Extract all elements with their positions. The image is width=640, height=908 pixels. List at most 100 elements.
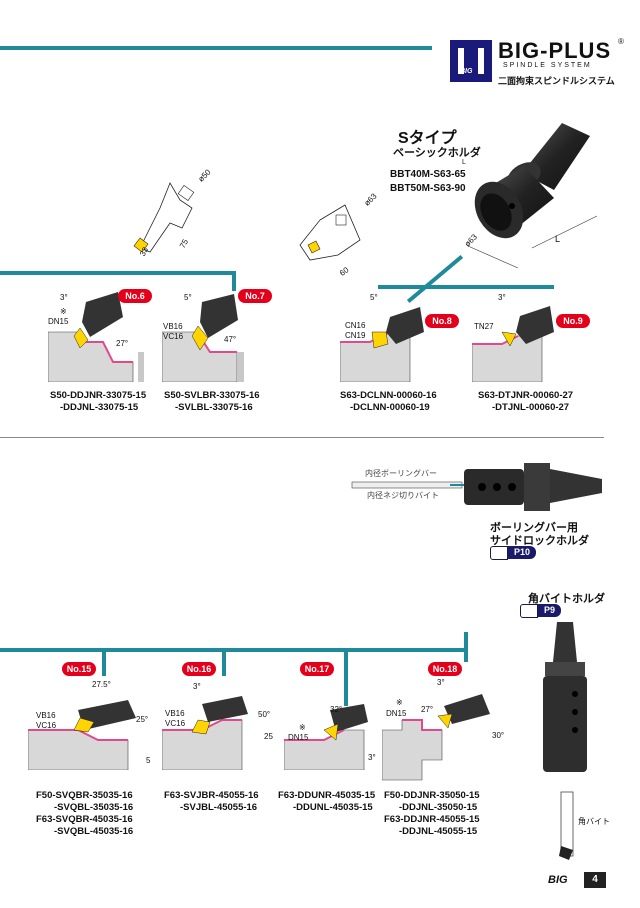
boring-page-ref-label: P10: [508, 546, 537, 559]
tool-no7-code-2: -SVLBL-33075-16: [175, 402, 253, 413]
bottom-drop-1: [102, 648, 106, 676]
bottom-branch-line: [0, 648, 468, 652]
square-holder-image: [543, 622, 587, 772]
boring-page-ref[interactable]: P10: [490, 545, 537, 560]
tool-no7-angle-side: 47°: [224, 335, 237, 344]
tool-no18-code-1: F50-DDJNR-35050-15: [384, 790, 480, 801]
bottom-drop-3: [344, 648, 348, 706]
brand-tagline: 二面拘束スピンドルシステム: [498, 76, 615, 86]
square-tool-sketch: [559, 791, 574, 860]
tool-no15-angle-2: 25°: [136, 715, 149, 724]
pointing-hand-icon: [520, 603, 538, 618]
insert-sketch-right: [299, 204, 361, 261]
square-page-ref-label: P9: [538, 604, 562, 617]
square-holder-title: 角バイトホルダ: [528, 593, 605, 605]
square-page-ref[interactable]: P9: [520, 603, 562, 618]
tool-no15-code-4: -SVQBL-45035-16: [54, 826, 134, 837]
registered-mark: ®: [618, 37, 624, 46]
tool-no6-code-1: S50-DDJNR-33075-15: [50, 390, 147, 401]
boring-bar-label: 内径ボーリングバー: [365, 469, 437, 478]
tool-no7-badge: No.7: [238, 289, 272, 303]
brand-name: BIG-PLUS: [498, 38, 612, 63]
s-type-subtitle: ベーシックホルダ: [393, 147, 481, 159]
tool-no17-angle-2: 3°: [368, 753, 376, 762]
tool-no18-angle-2: 27°: [421, 705, 434, 714]
s-type-title: Sタイプ: [398, 130, 457, 147]
tool-no18-code-4: -DDJNL-45055-15: [399, 826, 478, 837]
tool-no7-insert-1: VB16: [163, 322, 183, 331]
tool-no6-badge: No.6: [118, 289, 152, 303]
s-type-model-2: BBT50M-S63-90: [390, 183, 466, 194]
s-type-dim-l: L: [462, 159, 466, 166]
tool-no16-angle-1: 3°: [193, 682, 201, 691]
insert-sketch-left: [133, 182, 195, 253]
tool-no9-angle-top: 3°: [498, 293, 506, 302]
tool-no18-angle-3: 30°: [492, 731, 505, 740]
tool-no17-angle-1: 32°: [330, 705, 343, 714]
tool-no6-insert: DN15: [48, 317, 69, 326]
page-number: 4: [584, 872, 606, 888]
tool-no7-angle-top: 5°: [184, 293, 192, 302]
tool-no16-code-1: F63-SVJBR-45055-16: [164, 790, 259, 801]
tool-no15-insert-1: VB16: [36, 711, 56, 720]
tool-no8-angle-top: 5°: [370, 293, 378, 302]
tool-no9-code-1: S63-DTJNR-00060-27: [478, 390, 574, 401]
tool-no6-code-2: -DDJNL-33075-15: [60, 402, 139, 413]
bottom-drop-2: [222, 648, 226, 676]
tool-no8-badge: No.8: [425, 314, 459, 328]
tool-no15-code-1: F50-SVQBR-35035-16: [36, 790, 133, 801]
tool-no15-code-3: F63-SVQBR-45035-16: [36, 814, 133, 825]
boring-title-1: ボーリングバー用: [490, 522, 578, 534]
tool-no8-insert-2: CN19: [345, 331, 366, 340]
boring-title-2: サイドロックホルダ: [490, 535, 589, 547]
tool-no9-insert: TN27: [474, 322, 494, 331]
tool-no8-code-1: S63-DCLNN-00060-16: [340, 390, 437, 401]
tool-no17-badge: No.17: [300, 662, 334, 676]
tool-no18-insert-mark: ※: [396, 698, 403, 707]
tool-no18-code-3: F63-DDJNR-45055-15: [384, 814, 480, 825]
bottom-drop-4: [464, 632, 468, 662]
header-rule: [0, 46, 432, 50]
top-branch-line-right: [378, 285, 554, 289]
tool-no9-drawing: [472, 306, 554, 382]
tool-no15-badge: No.15: [62, 662, 96, 676]
tool-no6-angle-top: 3°: [60, 293, 68, 302]
thread-tool-label: 内径ネジ切りバイト: [367, 491, 439, 500]
footer-logo: BIG: [548, 874, 568, 886]
tool-no9-code-2: -DTJNL-00060-27: [492, 402, 570, 413]
tool-no16-code-2: -SVJBL-45055-16: [180, 802, 258, 813]
tool-no18-code-2: -DDJNL-35050-15: [399, 802, 478, 813]
tool-no7-insert-2: VC16: [163, 332, 184, 341]
tool-no16-drawing: [162, 696, 248, 770]
top-branch-line-left: [0, 271, 236, 275]
top-branch-down-left: [232, 271, 236, 291]
tool-no17-code-1: F63-DDUNR-45035-15: [278, 790, 376, 801]
s-type-holder-image: [467, 123, 598, 268]
tool-no17-code-2: -DDUNL-45035-15: [293, 802, 373, 813]
pointing-hand-icon: [490, 545, 508, 560]
brand-subtitle: SPINDLE SYSTEM: [503, 62, 592, 69]
tool-no6-angle-side: 27°: [116, 339, 129, 348]
tool-no8-insert-1: CN16: [345, 321, 366, 330]
tool-no7-drawing: [162, 294, 244, 382]
tool-no7-code-1: S50-SVLBR-33075-16: [164, 390, 260, 401]
tool-no18-badge: No.18: [428, 662, 462, 676]
boring-holder-image: [464, 463, 602, 511]
tool-no16-angle-3: 25: [264, 732, 273, 741]
tool-no16-angle-2: 50°: [258, 710, 271, 719]
big-plus-logo: BIG: [450, 40, 492, 82]
tool-no8-code-2: -DCLNN-00060-19: [350, 402, 430, 413]
tool-no18-insert: DN15: [386, 709, 407, 718]
tool-no15-angle-3: 5: [146, 756, 151, 765]
tool-no18-angle-1: 3°: [437, 678, 445, 687]
tool-no15-angle-1: 27.5°: [92, 680, 111, 689]
big-mark: BIG: [460, 68, 473, 75]
tool-no6-insert-mark: ※: [60, 307, 67, 316]
tool-no18-drawing: [382, 694, 490, 781]
tool-no15-code-2: -SVQBL-35035-16: [54, 802, 134, 813]
tool-no16-insert-2: VC16: [165, 719, 186, 728]
tool-no9-badge: No.9: [556, 314, 590, 328]
tool-no15-insert-2: VC16: [36, 721, 57, 730]
section-divider: [0, 437, 604, 438]
s-type-model-1: BBT40M-S63-65: [390, 169, 466, 180]
